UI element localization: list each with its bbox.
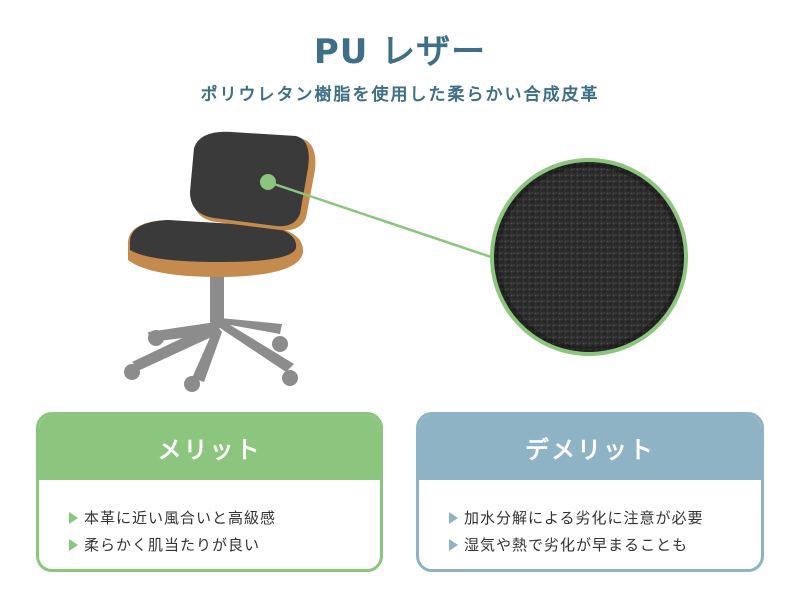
list-item: 柔らかく肌当たりが良い [69, 531, 380, 558]
list-item-text: 本革に近い風合いと高級感 [84, 509, 277, 527]
page-subtitle: ポリウレタン樹脂を使用した柔らかい合成皮革 [200, 85, 600, 105]
chair-seat [127, 220, 304, 277]
triangle-bullet-icon [449, 538, 458, 551]
list-item-text: 加水分解による劣化に注意が必要 [464, 509, 704, 527]
list-item: 加水分解による劣化に注意が必要 [449, 504, 761, 531]
demerit-card: デメリット 加水分解による劣化に注意が必要 湿気や熱で劣化が早まることも [416, 412, 764, 572]
demerit-heading: デメリット [419, 415, 761, 480]
merit-heading: メリット [39, 415, 380, 480]
callout-dot [260, 174, 276, 190]
merit-list: 本革に近い風合いと高級感 柔らかく肌当たりが良い [39, 480, 380, 558]
demerit-list: 加水分解による劣化に注意が必要 湿気や熱で劣化が早まることも [419, 480, 761, 558]
triangle-bullet-icon [449, 511, 458, 524]
triangle-bullet-icon [69, 538, 78, 551]
chair-backrest [190, 131, 316, 231]
list-item-text: 柔らかく肌当たりが良い [84, 536, 261, 554]
triangle-bullet-icon [69, 511, 78, 524]
list-item-text: 湿気や熱で劣化が早まることも [464, 536, 689, 554]
chair-illustration [124, 131, 688, 392]
list-item: 本革に近い風合いと高級感 [69, 504, 380, 531]
page-title: PU レザー [313, 32, 487, 72]
leather-texture-zoom [490, 158, 688, 356]
list-item: 湿気や熱で劣化が早まることも [449, 531, 761, 558]
callout-line [267, 180, 495, 260]
chair-base [124, 268, 298, 392]
merit-card: メリット 本革に近い風合いと高級感 柔らかく肌当たりが良い [36, 412, 383, 572]
